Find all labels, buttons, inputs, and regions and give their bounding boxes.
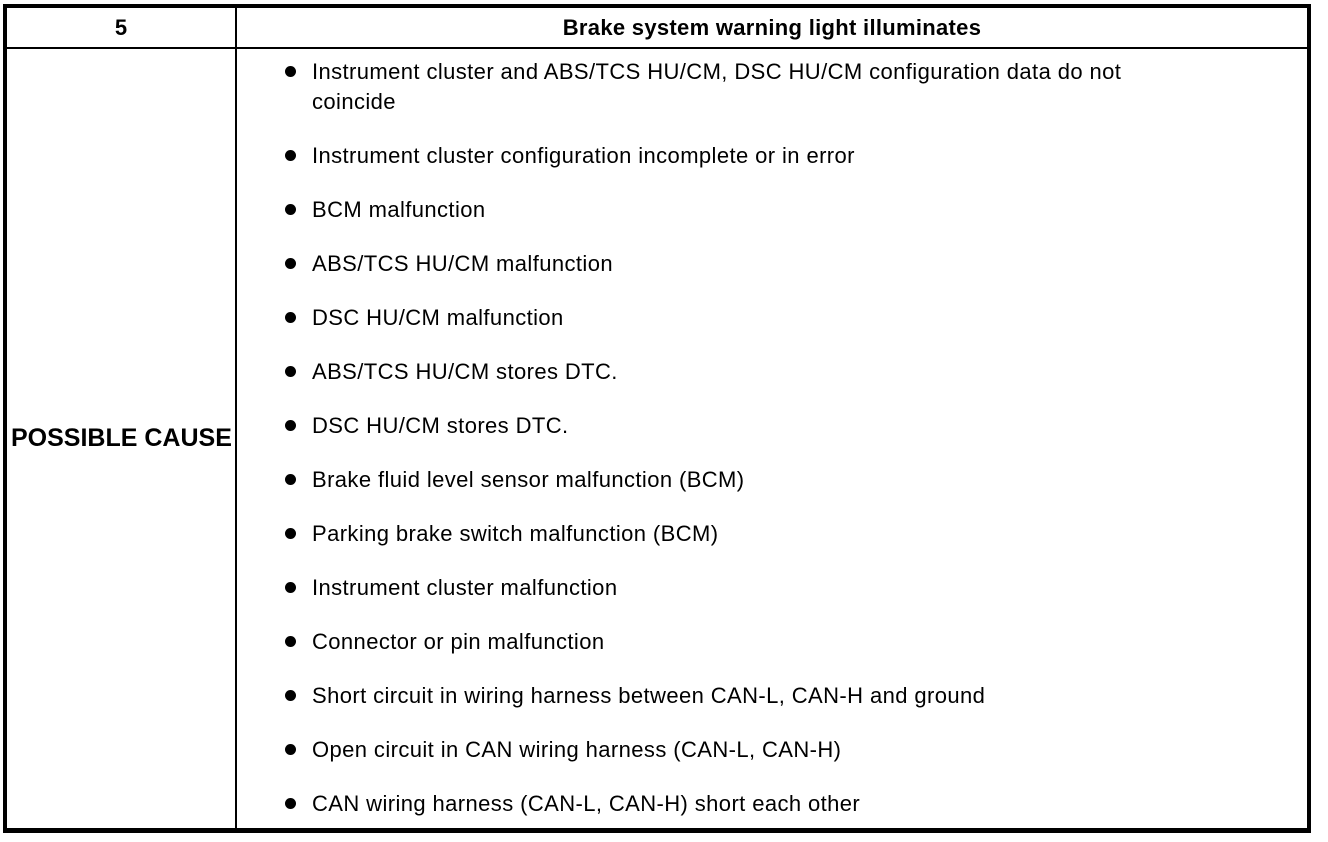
table-body-row: POSSIBLE CAUSE Instrument cluster and AB… [7, 49, 1307, 828]
list-item: DSC HU/CM stores DTC. [285, 411, 1295, 441]
cause-text: CAN wiring harness (CAN-L, CAN-H) short … [312, 791, 861, 816]
possible-cause-label: POSSIBLE CAUSE [7, 49, 237, 828]
list-item: DSC HU/CM malfunction [285, 303, 1295, 333]
bullet-icon [285, 204, 296, 215]
cause-list: Instrument cluster and ABS/TCS HU/CM, DS… [285, 57, 1295, 819]
bullet-icon [285, 636, 296, 647]
cause-text: BCM malfunction [312, 197, 486, 222]
cause-text: Instrument cluster and ABS/TCS HU/CM, DS… [312, 59, 1122, 114]
cause-text: Parking brake switch malfunction (BCM) [312, 521, 719, 546]
list-item: BCM malfunction [285, 195, 1295, 225]
list-item: Instrument cluster configuration incompl… [285, 141, 1295, 171]
cause-text: DSC HU/CM stores DTC. [312, 413, 569, 438]
bullet-icon [285, 420, 296, 431]
bullet-icon [285, 474, 296, 485]
list-item: Brake fluid level sensor malfunction (BC… [285, 465, 1295, 495]
bullet-icon [285, 366, 296, 377]
list-item: Instrument cluster malfunction [285, 573, 1295, 603]
table-header-row: 5 Brake system warning light illuminates [7, 8, 1307, 49]
list-item: Connector or pin malfunction [285, 627, 1295, 657]
list-item: Parking brake switch malfunction (BCM) [285, 519, 1295, 549]
bullet-icon [285, 312, 296, 323]
bullet-icon [285, 66, 296, 77]
list-item: ABS/TCS HU/CM malfunction [285, 249, 1295, 279]
bullet-icon [285, 150, 296, 161]
list-item: Open circuit in CAN wiring harness (CAN-… [285, 735, 1295, 765]
list-item: Instrument cluster and ABS/TCS HU/CM, DS… [285, 57, 1295, 117]
list-item: ABS/TCS HU/CM stores DTC. [285, 357, 1295, 387]
cause-text: Brake fluid level sensor malfunction (BC… [312, 467, 745, 492]
bullet-icon [285, 690, 296, 701]
bullet-icon [285, 528, 296, 539]
list-item: CAN wiring harness (CAN-L, CAN-H) short … [285, 789, 1295, 819]
cause-text: Connector or pin malfunction [312, 629, 605, 654]
bullet-icon [285, 582, 296, 593]
cause-text: Instrument cluster configuration incompl… [312, 143, 855, 168]
symptom-troubleshooting-table: 5 Brake system warning light illuminates… [3, 4, 1311, 833]
cause-list-cell: Instrument cluster and ABS/TCS HU/CM, DS… [237, 49, 1307, 828]
cause-text: Short circuit in wiring harness between … [312, 683, 986, 708]
list-item: Short circuit in wiring harness between … [285, 681, 1295, 711]
bullet-icon [285, 744, 296, 755]
cause-text: Instrument cluster malfunction [312, 575, 618, 600]
cause-text: ABS/TCS HU/CM stores DTC. [312, 359, 618, 384]
symptom-title: Brake system warning light illuminates [562, 14, 982, 40]
cause-text: ABS/TCS HU/CM malfunction [312, 251, 613, 276]
cause-text: Open circuit in CAN wiring harness (CAN-… [312, 737, 842, 762]
cause-text: DSC HU/CM malfunction [312, 305, 564, 330]
bullet-icon [285, 258, 296, 269]
bullet-icon [285, 798, 296, 809]
symptom-number: 5 [7, 8, 237, 47]
